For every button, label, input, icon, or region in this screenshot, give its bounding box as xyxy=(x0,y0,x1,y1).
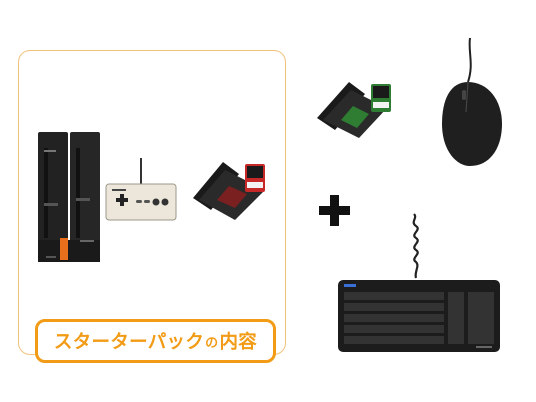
starter-pack-label: スターターパックの内容 xyxy=(35,319,276,363)
mouse-icon xyxy=(442,38,502,166)
gamepad-icon xyxy=(105,158,177,221)
sd-card-case-icon xyxy=(317,82,391,138)
console-icon xyxy=(38,132,100,262)
starter-pack-label-tail: 内容 xyxy=(219,332,258,353)
starter-pack-label-connector: の xyxy=(205,335,219,351)
keyboard-icon xyxy=(338,213,500,352)
sd-card-case-icon xyxy=(193,162,265,220)
starter-pack-label-main: スターターパック xyxy=(53,332,205,353)
plus-icon xyxy=(317,193,352,228)
